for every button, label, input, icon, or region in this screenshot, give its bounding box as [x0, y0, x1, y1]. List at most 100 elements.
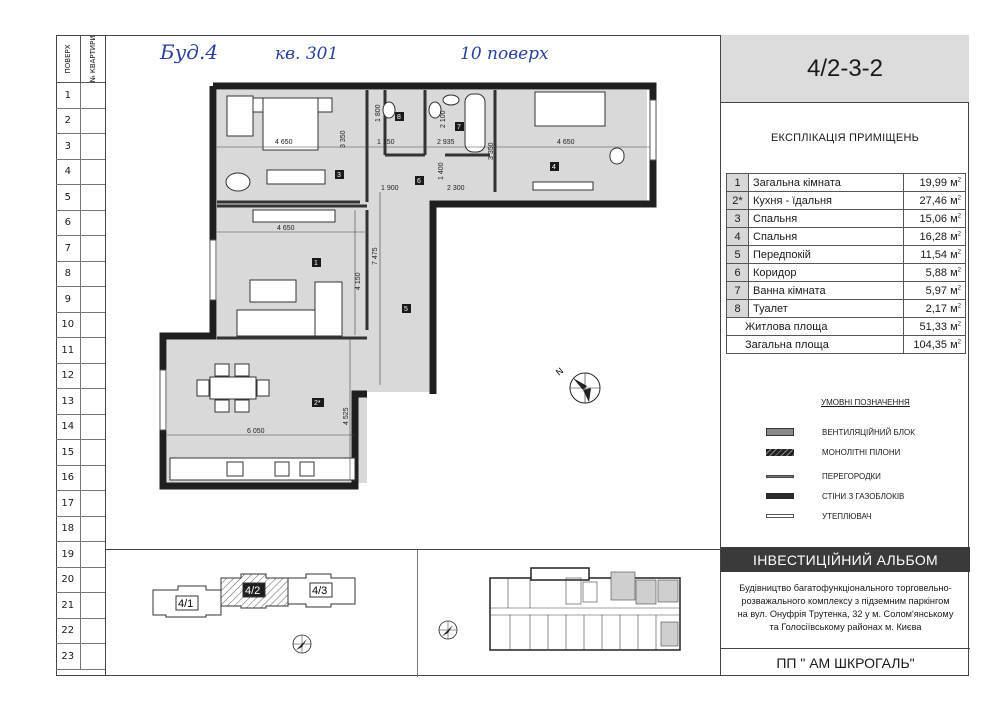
floor-row: 19 [56, 542, 105, 568]
apartment-number-cell [81, 134, 105, 159]
room-tag [455, 122, 464, 131]
floor-number: 20 [56, 567, 81, 592]
windows [159, 99, 657, 431]
explication-title: ЕКСПЛІКАЦІЯ ПРИМІЩЕНЬ [770, 132, 920, 144]
room-area: 11,54 м2 [903, 245, 966, 264]
dimension-lines [167, 146, 650, 480]
floor-number: 13 [56, 389, 81, 414]
living-room-furniture [236, 209, 343, 337]
floor-number: 8 [56, 261, 81, 286]
floor-row: 4 [56, 159, 105, 185]
room-tag [402, 304, 411, 313]
svg-text:2 300: 2 300 [447, 185, 465, 192]
drawing-sheet-frame [56, 35, 969, 676]
site-section-plan: 4/1 4/2 4/3 [152, 573, 356, 654]
floor-number: 11 [56, 338, 81, 363]
floor-row: 11 [56, 338, 105, 364]
legend-title: УМОВНІ ПОЗНАЧЕННЯ [821, 398, 910, 407]
room-number: 8 [726, 299, 749, 318]
floor-row: 6 [56, 210, 105, 236]
floor-number: 22 [56, 618, 81, 643]
apartment-floor-plan: 4 650 3 350 1 800 1 150 2 100 2 935 3 35… [155, 80, 665, 490]
floor-row: 18 [56, 516, 105, 542]
living-area-label: Житлова площа [726, 317, 904, 336]
compass-rose-icon: N [554, 366, 601, 404]
floor-number: 23 [56, 644, 81, 669]
floor-number: 21 [56, 593, 81, 618]
floor-number: 15 [56, 440, 81, 465]
room-number: 5 [726, 245, 749, 264]
total-area-label: Загальна площа [726, 335, 904, 354]
room-name: Ванна кімната [748, 281, 904, 300]
room-area: 5,97 м2 [903, 281, 966, 300]
room-tag-label: 2* [314, 400, 321, 407]
floor-number: 10 [56, 312, 81, 337]
room-name: Передпокій [748, 245, 904, 264]
svg-text:1 150: 1 150 [377, 139, 395, 146]
floor-column-header: ПОВЕРХ [63, 44, 72, 74]
apartment-number-cell [81, 593, 105, 618]
room-tag [312, 398, 324, 407]
total-area-value: 104,35 м2 [903, 335, 966, 354]
room-area: 5,88 м2 [903, 263, 966, 282]
room-name: Спальня [748, 227, 904, 246]
apartment-number-cell [81, 338, 105, 363]
monolith-pylon-icon [766, 448, 794, 456]
svg-text:N: N [554, 366, 565, 378]
floor-row: 13 [56, 389, 105, 415]
living-area-value: 51,33 м2 [903, 317, 966, 336]
svg-text:1 900: 1 900 [381, 185, 399, 192]
apartment-number-cell [81, 109, 105, 134]
floor-row: 17 [56, 491, 105, 517]
apartment-number-cell [81, 313, 105, 338]
legend-item-insulation: УТЕПЛЮВАЧ [766, 510, 872, 522]
svg-text:4 650: 4 650 [557, 139, 575, 146]
room-tag-label: 6 [417, 178, 421, 185]
section-4-1-label: 4/1 [178, 598, 193, 610]
site-compass-icon [292, 634, 312, 654]
room-number: 1 [726, 173, 749, 192]
handwritten-building: Буд.4 [160, 40, 219, 64]
apartment-number-cell [81, 389, 105, 414]
floor-row: 9 [56, 287, 105, 313]
svg-text:7 475: 7 475 [372, 247, 379, 265]
room-fills [167, 90, 647, 483]
floor-number: 9 [56, 287, 81, 312]
floor-row: 1 [56, 83, 105, 109]
floor-row: 3 [56, 134, 105, 160]
apartment-number-cell [81, 619, 105, 644]
floor-number: 4 [56, 159, 81, 184]
insulation-icon [766, 514, 794, 518]
room-number: 2* [726, 191, 749, 210]
room-name: Туалет [748, 299, 904, 318]
room-tag-label: 1 [314, 260, 318, 267]
legend-item-vent-block: ВЕНТИЛЯЦІЙНИЙ БЛОК [766, 426, 915, 438]
floor-table-header: ПОВЕРХ № КВАРТИРИ [56, 35, 105, 83]
legend: УМОВНІ ПОЗНАЧЕННЯ ВЕНТИЛЯЦІЙНИЙ БЛОК МОН… [721, 390, 970, 560]
floor-row: 12 [56, 363, 105, 389]
room-tag [415, 176, 424, 185]
dimension-labels: 4 650 3 350 1 800 1 150 2 100 2 935 3 35… [247, 104, 575, 435]
room-tag [312, 258, 321, 267]
total-area-row: Загальна площа 104,35 м2 [726, 335, 966, 354]
section-4-2-label-selected: 4/2 [245, 585, 260, 597]
room-name: Коридор [748, 263, 904, 282]
apartment-number-cell [81, 440, 105, 465]
apartment-number-cell [81, 542, 105, 567]
room-tag [550, 162, 559, 171]
floor-row: 8 [56, 261, 105, 287]
apartment-number-cell [81, 83, 105, 108]
apartment-column-header: № КВАРТИРИ [88, 35, 97, 83]
room-number: 3 [726, 209, 749, 228]
floor-number: 17 [56, 491, 81, 516]
room-number: 7 [726, 281, 749, 300]
floor-number: 19 [56, 542, 81, 567]
legend-item-partition: ПЕРЕГОРОДКИ [766, 470, 881, 482]
